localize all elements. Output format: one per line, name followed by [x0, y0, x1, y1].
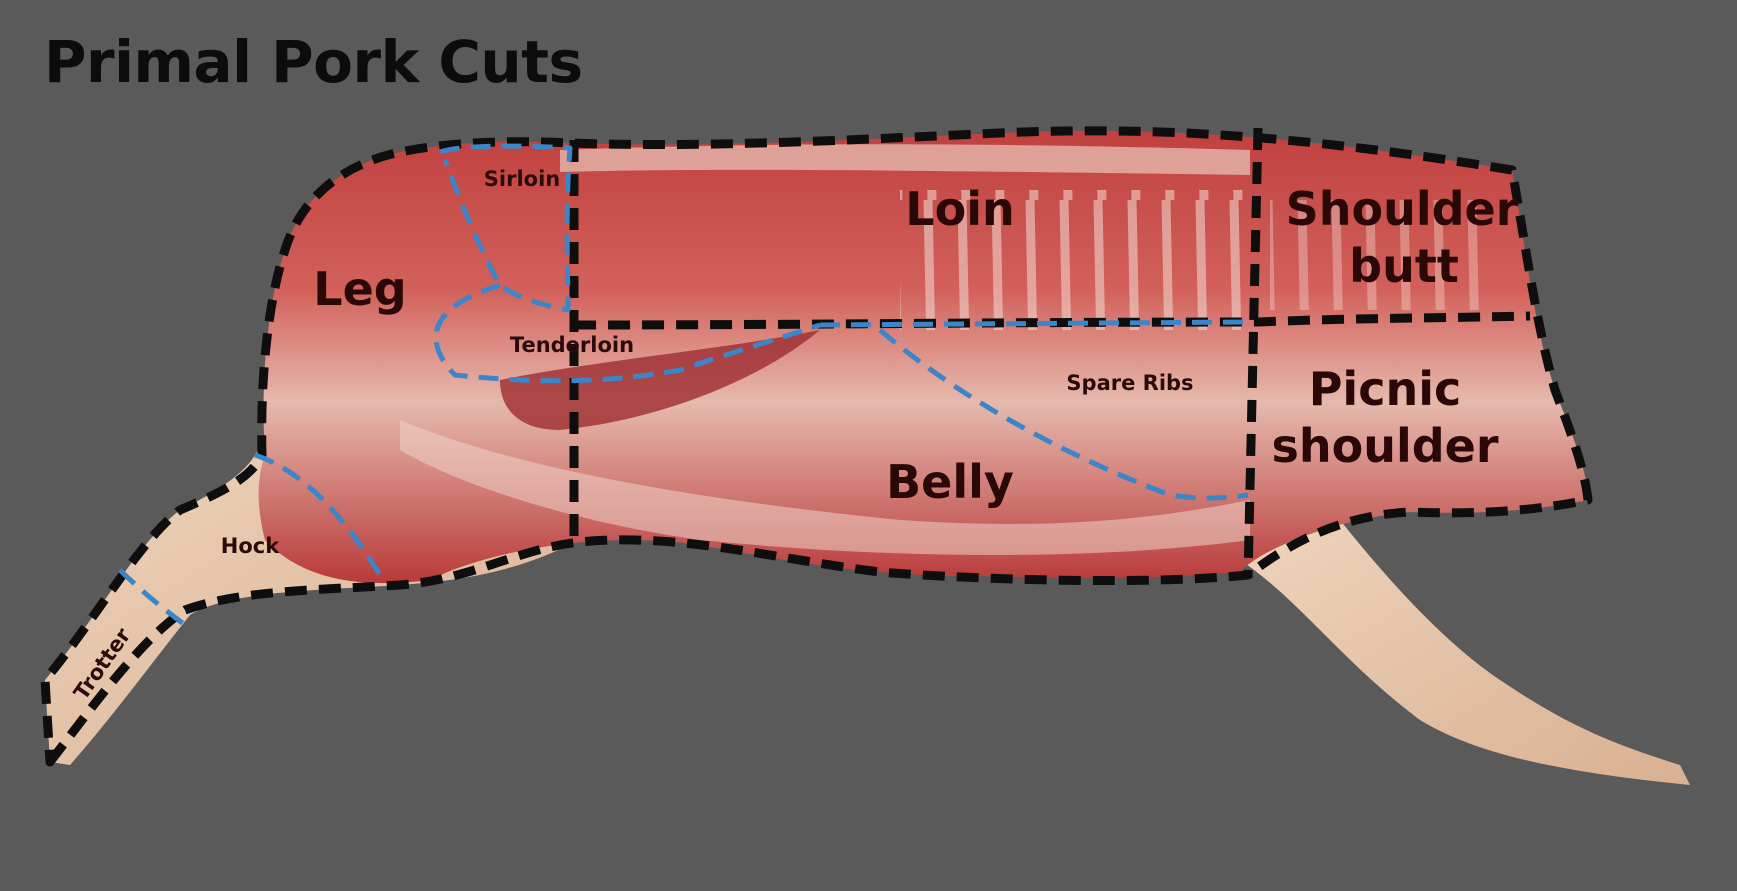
label-sirloin: Sirloin [484, 167, 560, 191]
trotter-divider [118, 568, 187, 627]
shoulder-divider [1243, 127, 1263, 579]
tenderloin-outline [433, 282, 821, 384]
label-leg: Leg [313, 262, 406, 316]
label-spare-ribs: Spare Ribs [1066, 371, 1193, 395]
label-tenderloin: Tenderloin [510, 333, 634, 357]
rib-texture [900, 190, 1260, 330]
loin-belly-divider [573, 311, 1531, 330]
hock-divider [254, 452, 383, 577]
label-picnic-1: Picnic [1309, 362, 1462, 416]
rib-texture-shoulder [1270, 200, 1480, 310]
sirloin-outline [439, 143, 573, 313]
spare-ribs-outline [878, 328, 1249, 501]
primal-outline [40, 126, 1593, 767]
page-title: Primal Pork Cuts [44, 28, 583, 96]
label-loin: Loin [905, 182, 1014, 236]
label-hock: Hock [221, 534, 280, 558]
tenderloin-muscle [500, 330, 820, 430]
label-shoulder-butt-1: Shoulder [1286, 182, 1519, 236]
fat-streaks [400, 420, 1250, 555]
label-shoulder-butt-2: butt [1349, 239, 1459, 293]
spare-ribs-top [819, 319, 1251, 328]
label-belly: Belly [886, 455, 1014, 509]
front-leg [1240, 520, 1690, 785]
loin-fat [560, 144, 1250, 175]
label-picnic-2: shoulder [1271, 419, 1498, 473]
